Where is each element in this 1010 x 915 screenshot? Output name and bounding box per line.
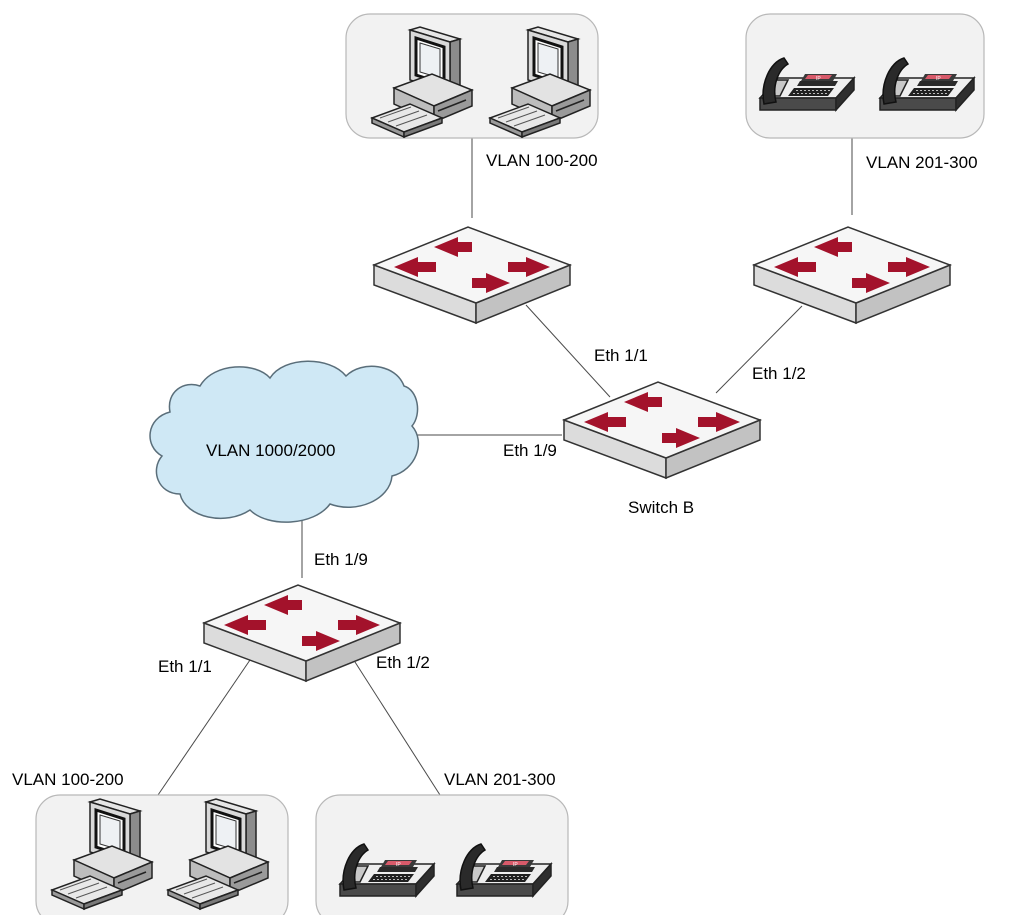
- bottom-left-vlan-label: VLAN 100-200: [12, 770, 124, 789]
- bottom-right-vlan-label: VLAN 201-300: [444, 770, 556, 789]
- cloud-icon: [149, 360, 420, 523]
- switch-icon: [563, 381, 761, 479]
- switch-b-port-eth1-label: Eth 1/1: [594, 346, 648, 365]
- link-bottom-switch-to-left-group: [157, 659, 251, 796]
- switch-icon: [373, 226, 571, 324]
- link-top-left-to-switch-b: [525, 304, 611, 398]
- top-right-vlan-label: VLAN 201-300: [866, 153, 978, 172]
- switch-icon: [753, 226, 951, 324]
- bottom-switch-port-eth1-label: Eth 1/1: [158, 657, 212, 676]
- switch-b-port-eth2-label: Eth 1/2: [752, 364, 806, 383]
- top-left-vlan-label: VLAN 100-200: [486, 151, 598, 170]
- switch-icon: [203, 584, 401, 682]
- switch-b-name-label: Switch B: [628, 498, 694, 517]
- bottom-switch-port-eth9-label: Eth 1/9: [314, 550, 368, 569]
- link-top-right-to-switch-b: [715, 305, 803, 394]
- switch-b-port-eth9-label: Eth 1/9: [503, 441, 557, 460]
- bottom-switch-port-eth2-label: Eth 1/2: [376, 653, 430, 672]
- cloud-label: VLAN 1000/2000: [206, 441, 336, 460]
- link-bottom-switch-to-right-group: [354, 661, 441, 796]
- links: [157, 138, 853, 796]
